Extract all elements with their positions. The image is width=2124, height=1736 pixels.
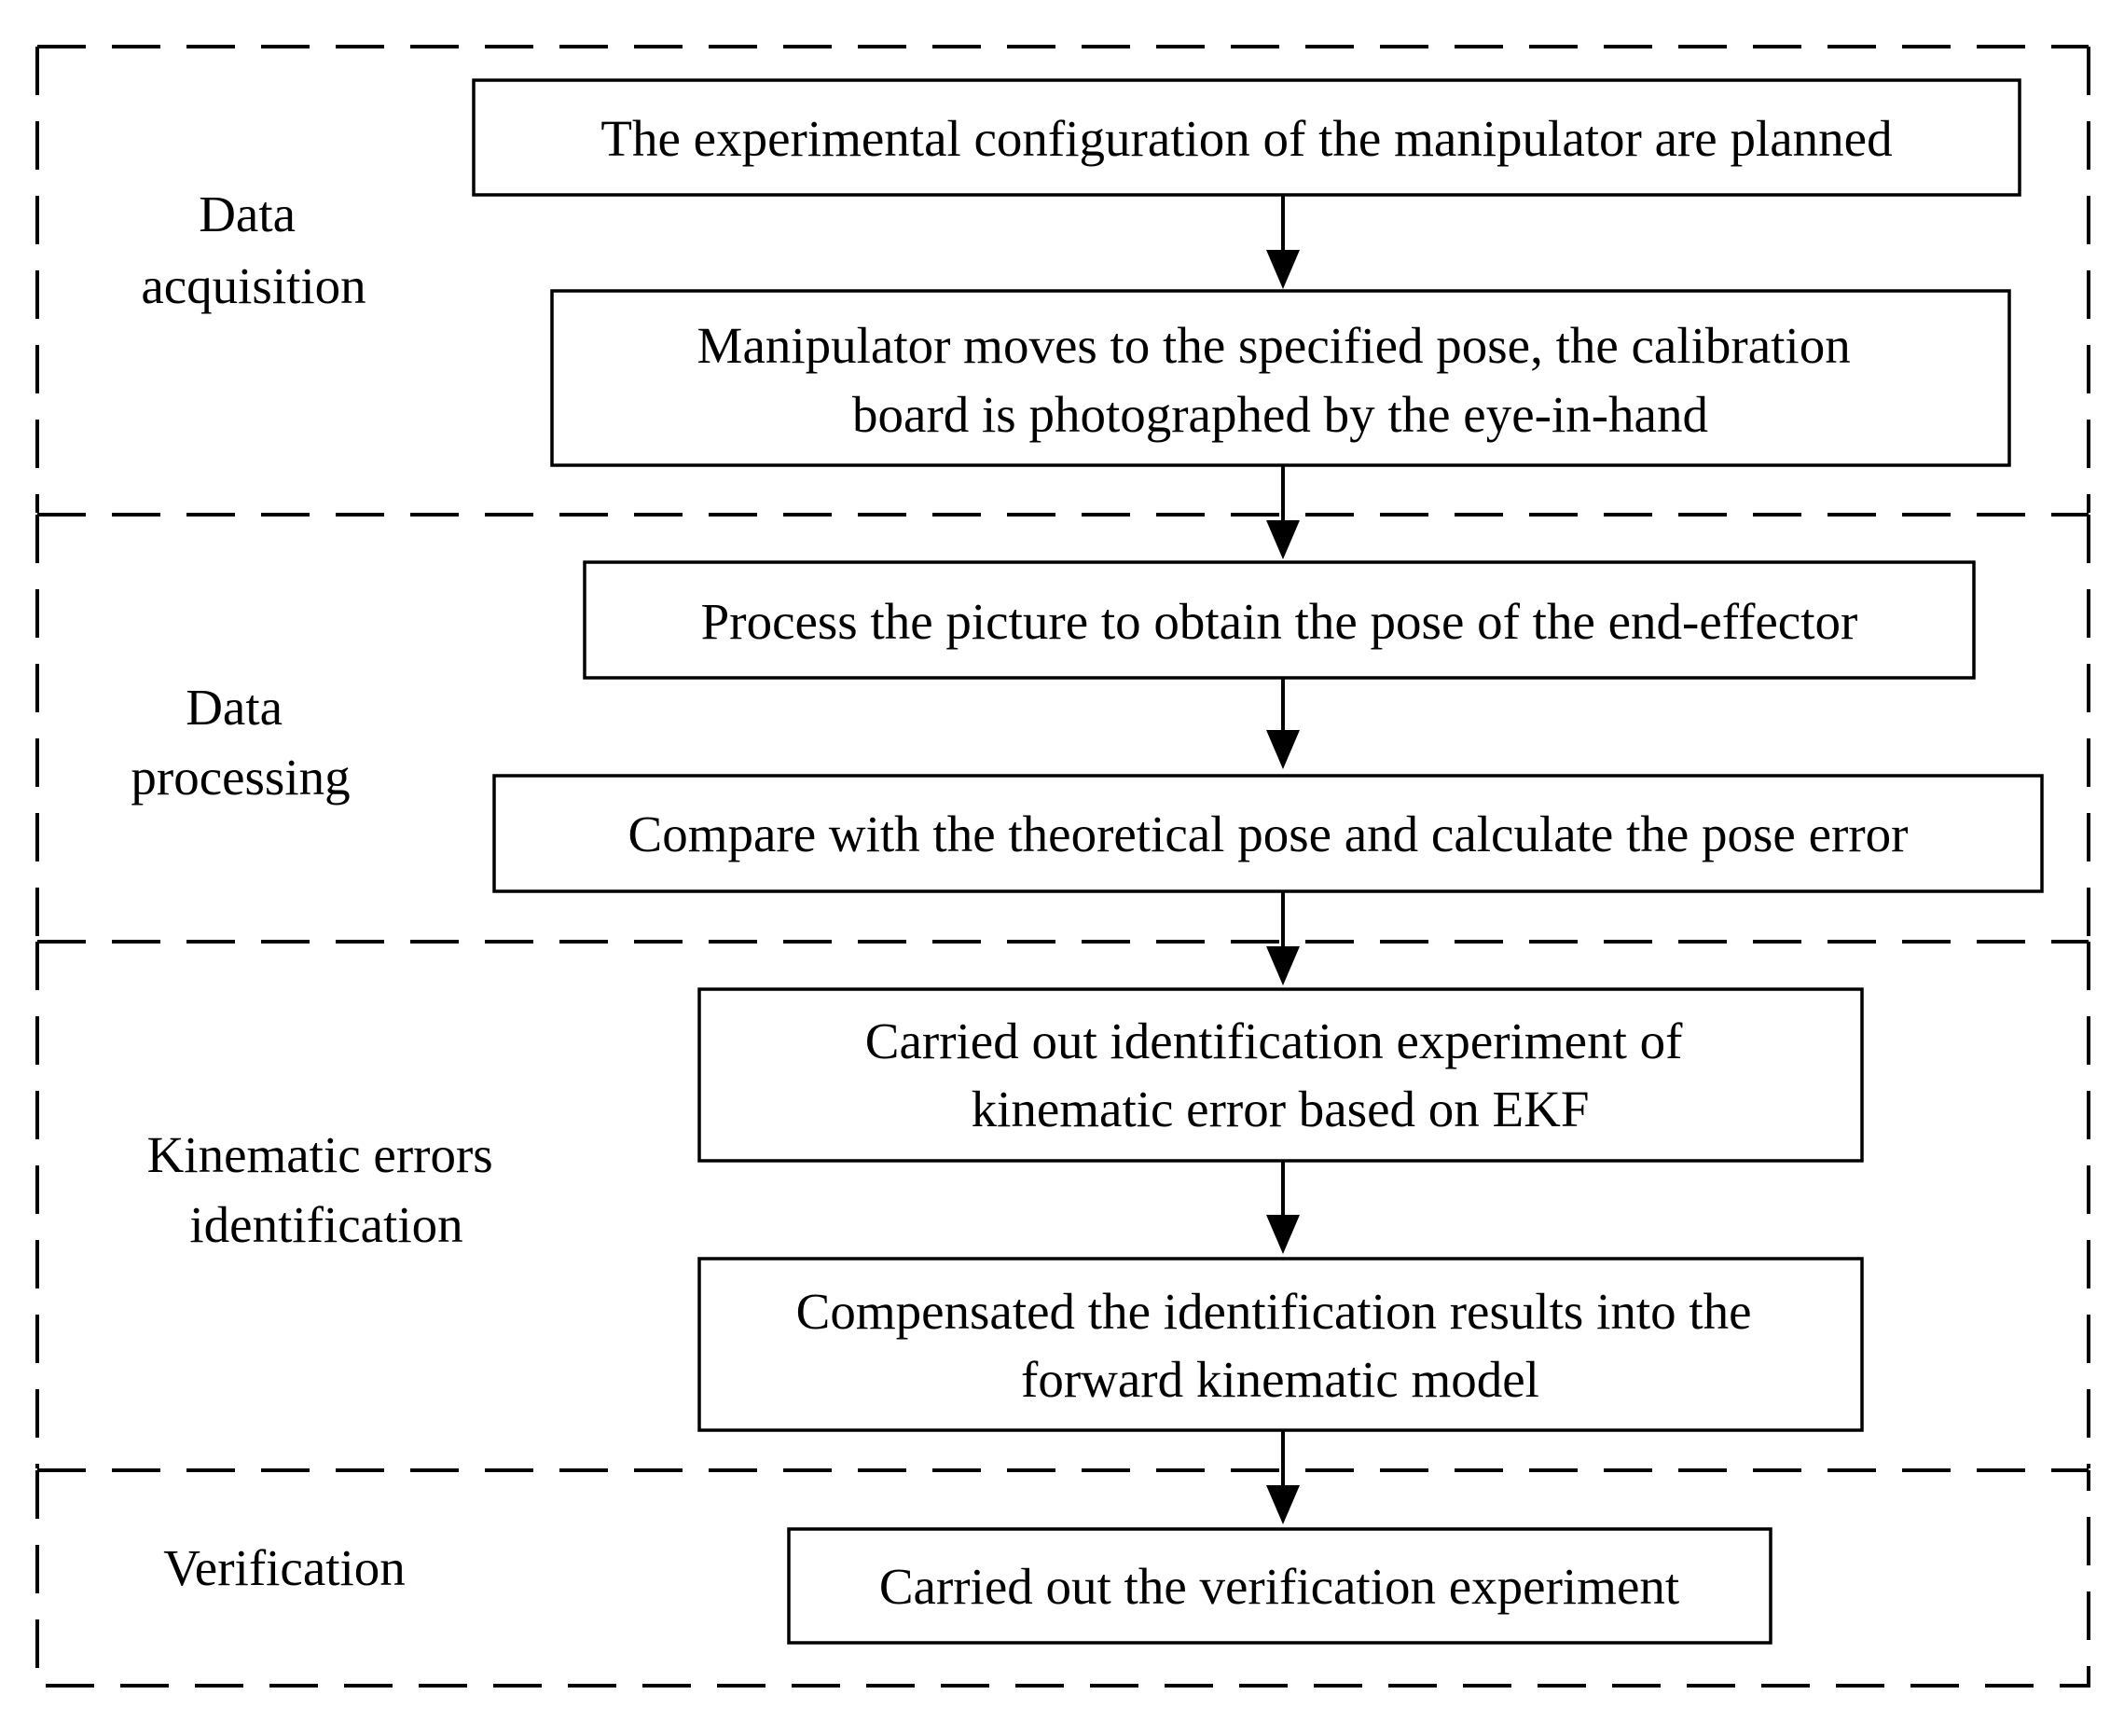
flow-arrow bbox=[1266, 1161, 1300, 1254]
stage-region-data-acquisition bbox=[35, 45, 2090, 513]
step-box bbox=[697, 987, 1864, 1163]
step-compare-pose: Compare with the theoretical pose and ca… bbox=[492, 774, 2044, 893]
step-plan-configuration: The experimental configuration of the ma… bbox=[472, 78, 2021, 197]
step-compensate-results: Compensated the identification results i… bbox=[697, 1257, 1864, 1432]
step-text-line: forward kinematic model bbox=[1021, 1351, 1539, 1408]
step-text: Compensated the identification results i… bbox=[796, 1283, 1765, 1408]
step-text: Carried out identification experiment of… bbox=[865, 1013, 1695, 1137]
step-text: The experimental configuration of the ma… bbox=[600, 110, 1892, 167]
step-text: Compare with the theoretical pose and ca… bbox=[628, 806, 1909, 862]
stage-label-data-processing: Data processing bbox=[131, 679, 350, 806]
flow-arrow bbox=[1266, 196, 1300, 289]
stage-label-line: Verification bbox=[163, 1539, 406, 1596]
stage-label-verification: Verification bbox=[163, 1539, 406, 1596]
stage-label-line: acquisition bbox=[141, 257, 365, 314]
step-text-line: Manipulator moves to the specified pose,… bbox=[697, 317, 1851, 374]
stage-label-kinematic-errors-identification: Kinematic errors identification bbox=[147, 1126, 506, 1253]
step-text-line: Process the picture to obtain the pose o… bbox=[701, 593, 1858, 650]
step-text: Process the picture to obtain the pose o… bbox=[701, 593, 1858, 650]
stage-label-data-acquisition: Data acquisition bbox=[141, 186, 365, 314]
step-text-line: The experimental configuration of the ma… bbox=[600, 110, 1892, 167]
step-text-line: Compensated the identification results i… bbox=[796, 1283, 1752, 1340]
flow-arrow bbox=[1266, 466, 1300, 559]
step-process-picture: Process the picture to obtain the pose o… bbox=[583, 560, 1976, 680]
stage-regions bbox=[35, 45, 2090, 1688]
stage-region-verification bbox=[35, 1470, 2090, 1688]
stage-label-line: processing bbox=[131, 749, 350, 806]
stage-label-line: Data bbox=[186, 679, 283, 736]
step-text-line: Carried out the verification experiment bbox=[879, 1558, 1679, 1615]
step-box bbox=[550, 289, 2011, 467]
step-text-line: Compare with the theoretical pose and ca… bbox=[628, 806, 1909, 862]
stage-label-line: Data bbox=[199, 186, 296, 242]
step-text: Manipulator moves to the specified pose,… bbox=[697, 317, 1864, 443]
step-identification-experiment: Carried out identification experiment of… bbox=[697, 987, 1864, 1163]
step-text-line: board is photographed by the eye-in-hand bbox=[852, 386, 1708, 443]
flow-arrow bbox=[1266, 1431, 1300, 1524]
step-text-line: Carried out identification experiment of bbox=[865, 1013, 1683, 1069]
step-text-line: kinematic error based on EKF bbox=[972, 1081, 1590, 1137]
stage-label-line: identification bbox=[189, 1196, 462, 1253]
step-box bbox=[583, 560, 1976, 680]
step-box bbox=[492, 774, 2044, 893]
stage-region-kinematic-errors-identification bbox=[35, 942, 2090, 1468]
step-move-and-photograph: Manipulator moves to the specified pose,… bbox=[550, 289, 2011, 467]
flow-arrow bbox=[1266, 679, 1300, 769]
flow-arrow bbox=[1266, 892, 1300, 985]
connectors bbox=[1266, 196, 1300, 1524]
step-box bbox=[472, 78, 2021, 197]
step-verification-experiment: Carried out the verification experiment bbox=[787, 1527, 1772, 1645]
stage-label-line: Kinematic errors bbox=[147, 1126, 493, 1183]
step-text: Carried out the verification experiment bbox=[879, 1558, 1679, 1615]
step-box bbox=[787, 1527, 1772, 1645]
step-box bbox=[697, 1257, 1864, 1432]
